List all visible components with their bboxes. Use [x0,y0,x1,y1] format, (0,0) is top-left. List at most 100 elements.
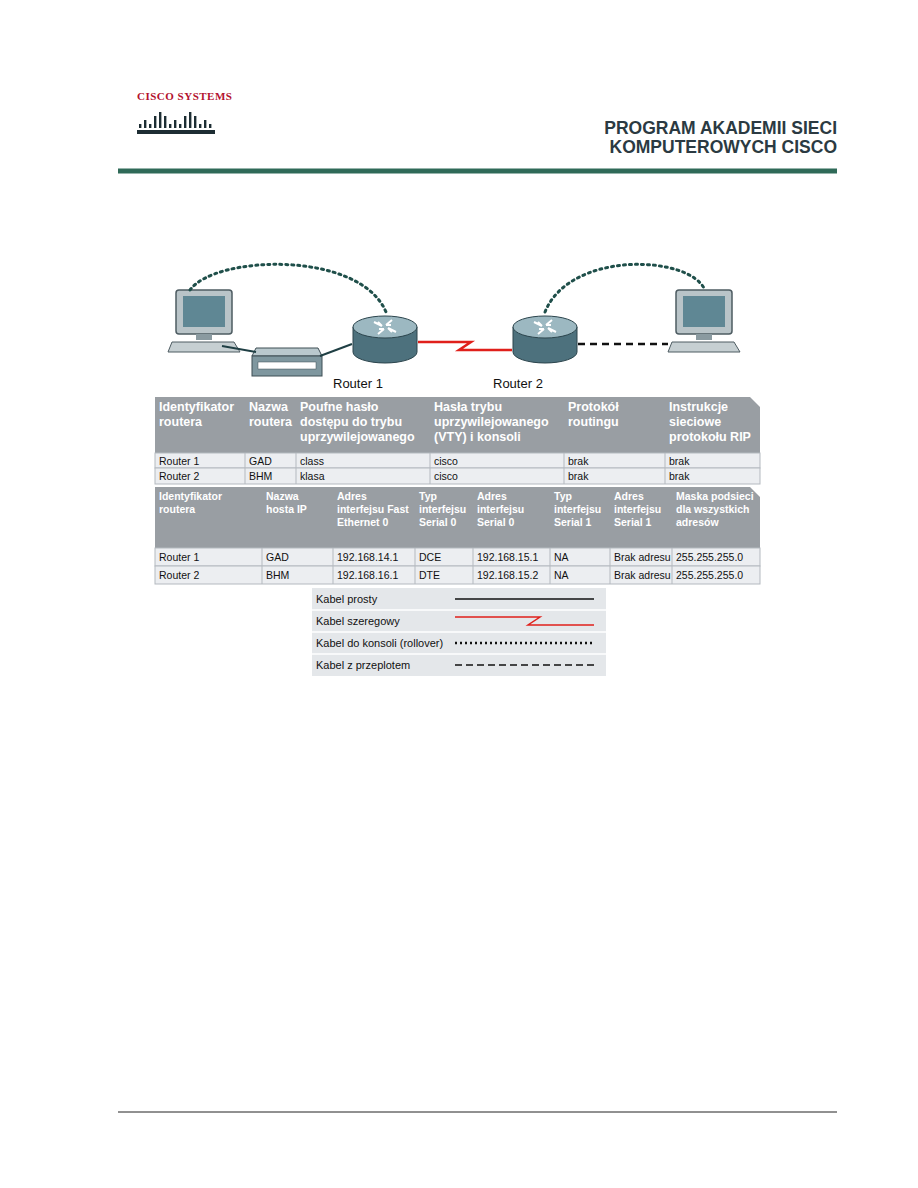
crossover-cable [578,343,668,346]
table-cell: 192.168.15.1 [473,548,550,566]
logo-bar [144,120,146,128]
legend-samples [312,599,606,665]
table-cell: cisco [430,453,564,468]
logo-bar [154,116,156,128]
table-rule [245,453,246,484]
table-cell: 192.168.16.1 [333,566,415,584]
table-cell: brak [564,453,665,468]
table-cell: Protokół routingu [564,397,665,453]
logo-bar [189,112,191,128]
switch-icon [252,348,322,376]
table-cell: Nazwa hosta IP [262,487,333,548]
table-rule [550,548,551,584]
console-cable [190,264,386,312]
table-cell: brak [665,468,760,484]
table-cell: Nazwa routera [245,397,296,453]
router-arrow [534,322,542,326]
table-cell: Brak adresu [610,566,672,584]
logo-bars [137,112,215,134]
console-cable [545,264,705,312]
table-rule [665,453,666,484]
logo-bar [199,124,201,128]
router-label: Router 2 [493,376,578,391]
logo-bar [204,120,206,128]
legend-label: Kabel do konsoli (rollover) [316,632,443,654]
switch-top [252,348,322,356]
table-cell: Adres interfejsu Serial 1 [610,487,672,548]
monitor [676,290,732,334]
pc-icon [168,290,240,352]
legend-label: Kabel prosty [316,588,377,610]
legend-label: Kabel z przeplotem [316,654,410,676]
table-cell: NA [550,548,610,566]
legend-sample [455,664,594,666]
table-cell: Instrukcje sieciowe protokołu RIP [665,397,760,453]
table-cell: Identyfikator routera [155,397,245,453]
table-rule [415,548,416,584]
pc-icon [668,290,740,352]
keyboard [668,342,740,352]
table-cell: Adres interfejsu Fast Ethernet 0 [333,487,415,548]
table-rule [564,453,565,484]
legend-separator [312,653,606,655]
table-row [155,453,760,468]
router-top [513,316,577,338]
table-row [155,468,760,484]
table-cell: class [296,453,430,468]
router-icon [352,312,418,366]
legend-separator [312,631,606,633]
router-arrow [546,320,552,325]
table-row [155,548,760,566]
table-cell: Router 2 [155,566,262,584]
straight-cable [222,346,256,352]
table-cell: Router 1 [155,548,262,566]
router-arrow [374,322,382,326]
legend-sample [455,617,594,625]
router-arrow [538,329,544,334]
logo-text: CISCO SYSTEMS [137,90,247,106]
table-rule [430,453,431,484]
table-cell: Adres interfejsu Serial 0 [473,487,550,548]
router: Router 1 [352,312,418,391]
table-rule [610,548,611,584]
table-cell: BHM [262,566,333,584]
legend-label: Kabel szeregowy [316,610,400,632]
table-cell: Maska podsieci dla wszystkich adresów [672,487,760,548]
table-cell: Poufne hasło dostępu do trybu uprzywilej… [296,397,430,453]
legend-sample [455,598,594,600]
table-cell: 255.255.255.0 [672,548,760,566]
logo-bar [179,124,181,128]
table-cell: Hasła trybu uprzywilejowanego (VTY) i ko… [430,397,564,453]
logo-bar [149,124,151,128]
router-label: Router 1 [333,376,418,391]
monitor-stand [196,334,212,340]
logo-bar [164,116,166,128]
legend-separator [312,609,606,611]
monitor-stand [696,334,712,340]
switch-ports [258,362,316,369]
screen [683,296,725,327]
legend-sample [455,642,594,645]
table-cell: Typ interfejsu Serial 1 [550,487,610,548]
header-title: PROGRAM AKADEMII SIECI KOMPUTEROWYCH CIS… [595,119,837,159]
table-rule [333,548,334,584]
footer-rule [118,1112,837,1113]
table-cell: 192.168.14.1 [333,548,415,566]
router: Router 2 [512,312,578,391]
router-top [353,316,417,338]
router-arrow [548,328,556,332]
table-header-band [155,397,760,453]
router-arrow [378,329,384,334]
switch-body [252,356,322,376]
table-cell: brak [665,453,760,468]
logo-bar [169,124,171,128]
table-rule [262,548,263,584]
router-arrow [386,320,392,325]
table-grid [245,453,672,584]
table-rule [473,548,474,584]
logo-bar [174,120,176,128]
table-rule [296,453,297,484]
